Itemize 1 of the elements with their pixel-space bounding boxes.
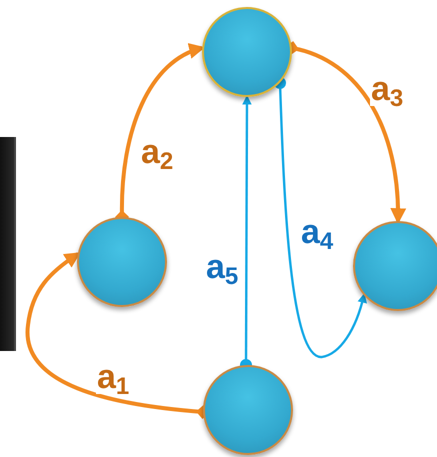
arrow	[274, 77, 367, 358]
